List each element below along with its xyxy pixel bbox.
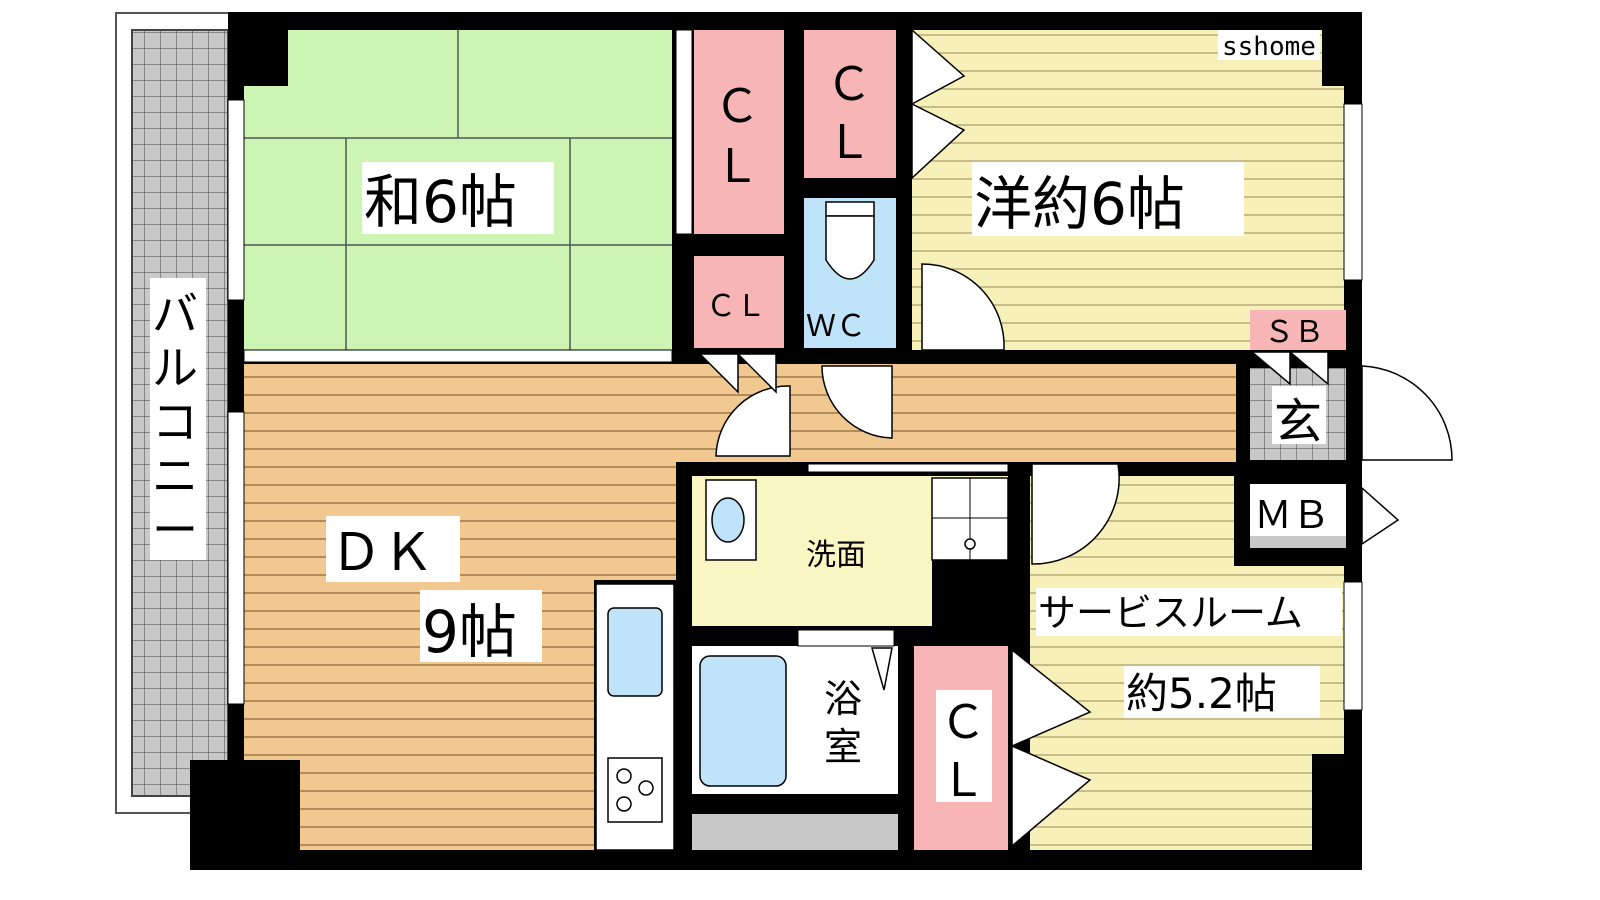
doors xyxy=(698,28,1453,848)
closet-service-c: Ｃ xyxy=(940,695,986,749)
bath-label-2: 室 xyxy=(824,725,862,769)
tatami-room-label: 和6帖 xyxy=(364,168,517,236)
balcony-char-1: バ xyxy=(152,287,198,341)
closet-western-l: Ｌ xyxy=(826,115,872,169)
balcony xyxy=(115,12,237,814)
washroom xyxy=(692,463,1009,626)
closet-small-label: ＣＬ xyxy=(706,289,766,324)
dk-label: ＤＫ xyxy=(330,523,434,583)
washroom-label: 洗面 xyxy=(806,538,866,573)
balcony-char-2: ル xyxy=(152,341,198,395)
meter-box-label: ＭＢ xyxy=(1254,493,1330,537)
closet-small xyxy=(694,256,784,348)
entrance xyxy=(1250,310,1346,548)
dk-size-label: 9帖 xyxy=(422,598,517,666)
balcony-char-4: ニ xyxy=(152,449,198,503)
service-room-label: サービスルーム xyxy=(1038,591,1303,635)
shoe-box-label: ＳＢ xyxy=(1264,315,1324,350)
watermark: sshome xyxy=(1222,32,1316,62)
closets xyxy=(694,30,1008,850)
kitchen-counter xyxy=(595,583,675,851)
closet-western xyxy=(804,30,896,178)
entrance-label: 玄 xyxy=(1274,394,1322,450)
closet-tatami xyxy=(694,30,784,234)
closet-service-l: Ｌ xyxy=(940,753,986,807)
balcony-char-5: ー xyxy=(152,503,198,557)
western-room-label: 洋約6帖 xyxy=(974,170,1185,238)
closet-western-c: Ｃ xyxy=(826,57,872,111)
closet-tatami-c: Ｃ xyxy=(714,79,760,133)
wc-label: ＷＣ xyxy=(806,309,866,344)
bath-label-1: 浴 xyxy=(824,677,862,721)
watermark-box xyxy=(1218,30,1320,60)
closet-tatami-l: Ｌ xyxy=(714,139,760,193)
balcony-char-3: コ xyxy=(152,395,198,449)
service-room-size: 約5.2帖 xyxy=(1126,669,1277,718)
windows xyxy=(227,29,1363,711)
wc-room xyxy=(804,198,896,348)
